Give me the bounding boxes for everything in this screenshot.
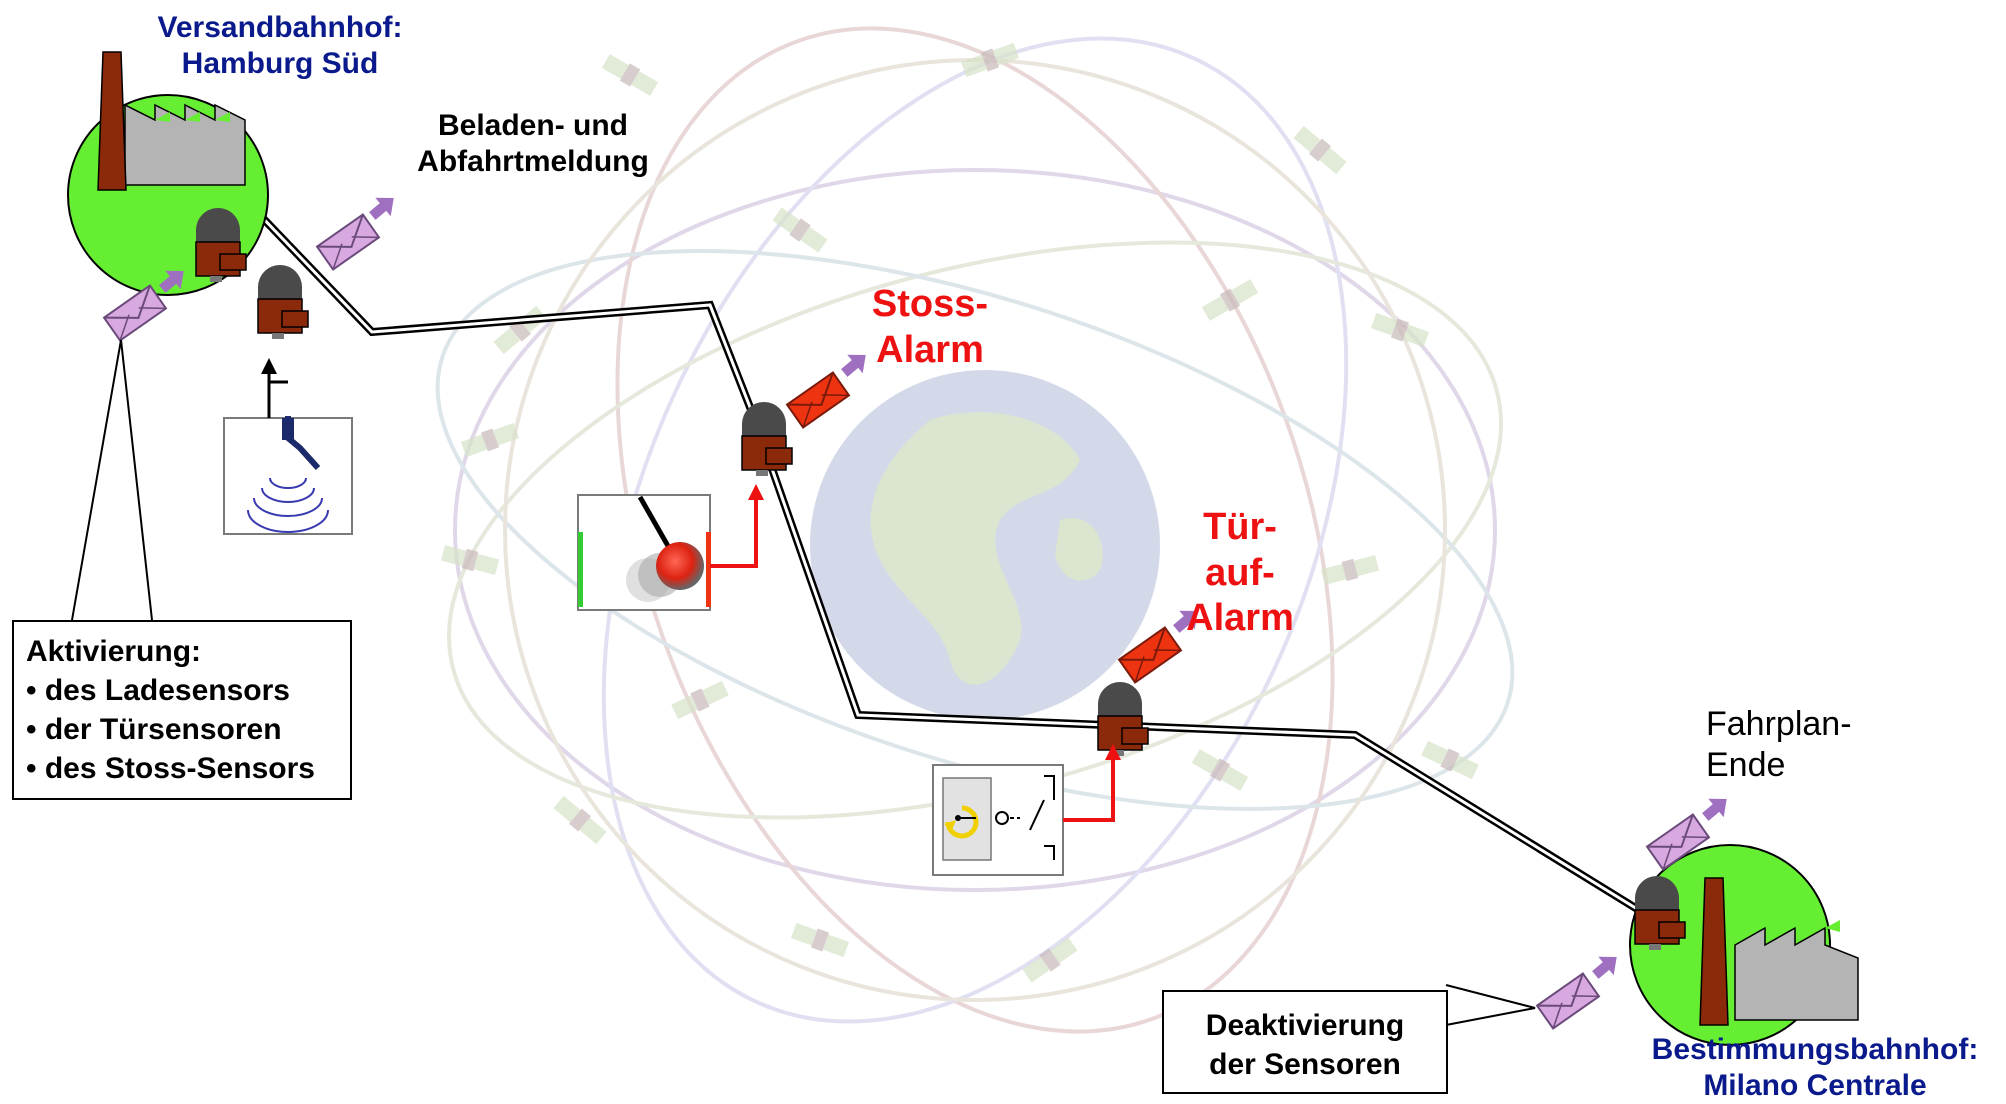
deactivation-line: der Sensoren (1209, 1048, 1401, 1081)
activation-box: Aktivierung: • des Ladesensors • der Tür… (12, 620, 352, 800)
activation-item: • der Türsensoren (26, 713, 282, 746)
door-alarm-label: Tür-auf- Alarm (1186, 506, 1294, 640)
activation-callout-lines (71, 339, 153, 621)
load-sensor-icon (223, 358, 353, 535)
shock-sensor-icon (577, 484, 764, 611)
factory-icon (97, 51, 246, 191)
deactivation-line: Deaktivierung (1205, 1009, 1405, 1042)
door-switch-icon (932, 744, 1121, 876)
destination-station (1629, 844, 1859, 1046)
destination-station-title: Bestimmungsbahnhof: Milano Centrale (1651, 1033, 1979, 1102)
factory-icon (1699, 877, 1859, 1026)
deactivation-callout-pointer (1445, 984, 1536, 1026)
origin-station-title: Versandbahnhof: Hamburg Süd (157, 11, 403, 80)
deactivation-box: Deaktivierung der Sensoren (1162, 990, 1448, 1094)
globe-icon (810, 370, 1160, 720)
departure-message-label: Beladen- und Abfahrtmeldung (417, 109, 649, 178)
activation-item: • des Ladesensors (26, 674, 290, 707)
schedule-end-label: Fahrplan- Ende (1706, 705, 1852, 784)
activation-item: • des Stoss-Sensors (26, 752, 315, 785)
shock-alarm-label: Stoss- Alarm (871, 283, 989, 371)
activation-heading: Aktivierung: (26, 635, 202, 668)
